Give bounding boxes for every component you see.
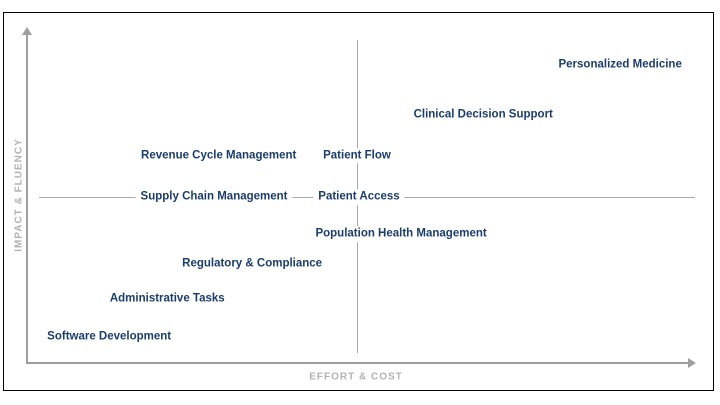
data-point-label-clinical-decision-support: Clinical Decision Support [408, 107, 558, 123]
data-point-label-patient-flow: Patient Flow [318, 148, 396, 164]
x-axis-line [26, 362, 689, 364]
data-point-label-revenue-cycle-management: Revenue Cycle Management [136, 148, 302, 164]
data-point-label-administrative-tasks: Administrative Tasks [104, 291, 230, 307]
data-point-label-patient-access: Patient Access [313, 189, 405, 205]
data-point-label-regulatory-compliance: Regulatory & Compliance [177, 256, 328, 272]
data-point-label-population-health-management: Population Health Management [310, 226, 492, 242]
y-axis-line [26, 34, 28, 364]
x-axis-arrow-right-icon [688, 358, 696, 368]
data-point-label-personalized-medicine: Personalized Medicine [553, 57, 687, 73]
data-point-label-supply-chain-management: Supply Chain Management [135, 189, 293, 205]
y-axis-arrow-up-icon [22, 27, 32, 35]
x-axis-title: EFFORT & COST [309, 371, 403, 383]
data-point-label-software-development: Software Development [42, 329, 177, 345]
y-axis-title: IMPACT & FLUENCY [13, 138, 25, 252]
